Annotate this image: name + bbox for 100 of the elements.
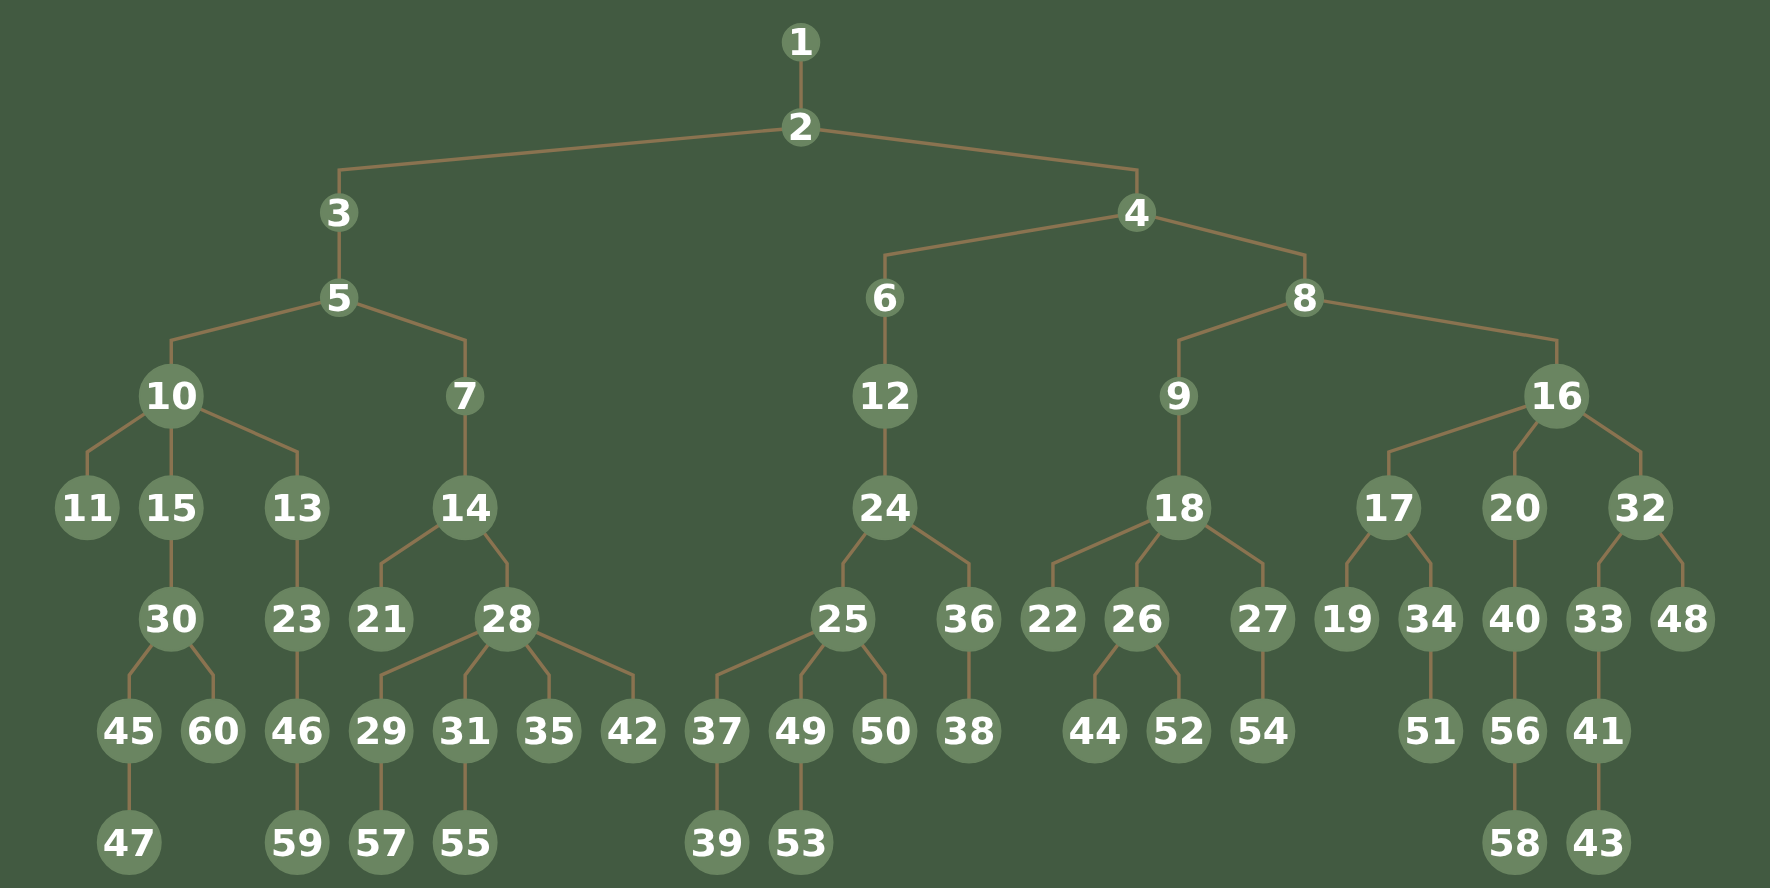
connector (799, 762, 803, 811)
node-circle: 39 (684, 810, 750, 876)
connector (1429, 651, 1433, 700)
node-circle: 24 (852, 475, 918, 541)
connector (1154, 215, 1307, 280)
node-circle: 6 (865, 278, 905, 318)
node-circle: 32 (1608, 475, 1674, 541)
connector (1513, 539, 1517, 588)
connector (1154, 643, 1181, 700)
connector (883, 316, 887, 365)
node-circle: 22 (1020, 586, 1086, 652)
node-circle: 40 (1482, 586, 1548, 652)
connector (295, 539, 299, 588)
node-circle: 53 (768, 810, 834, 876)
connector (169, 539, 173, 588)
node-circle: 44 (1062, 698, 1128, 764)
node-circle: 14 (432, 475, 498, 541)
node-circle: 37 (684, 698, 750, 764)
connector (1513, 651, 1517, 700)
node-circle: 30 (138, 586, 204, 652)
connector (910, 523, 971, 588)
connector (1177, 302, 1288, 378)
connector (1597, 532, 1624, 588)
connector (883, 214, 1120, 280)
node-circle: 15 (138, 475, 204, 541)
node-circle: 54 (1230, 698, 1296, 764)
node-circle: 45 (96, 698, 162, 764)
node-circle: 7 (445, 376, 485, 416)
node-circle: 16 (1524, 363, 1590, 429)
node-circle: 52 (1146, 698, 1212, 764)
connector (1658, 532, 1685, 588)
connector (841, 532, 868, 588)
connector (1513, 420, 1540, 477)
connector (85, 412, 146, 477)
node-circle: 46 (264, 698, 330, 764)
node-circle: 11 (54, 475, 120, 541)
node-circle: 60 (180, 698, 246, 764)
node-circle: 34 (1398, 586, 1464, 652)
node-circle: 57 (348, 810, 414, 876)
connector (199, 407, 299, 477)
connector (799, 60, 803, 110)
node-circle: 18 (1146, 475, 1212, 541)
connector (1406, 532, 1433, 588)
connector (379, 523, 440, 588)
node-circle: 35 (516, 698, 582, 764)
connector (127, 643, 154, 700)
connector (1513, 762, 1517, 811)
node-circle: 43 (1566, 810, 1632, 876)
node-circle: 50 (852, 698, 918, 764)
node-circle: 58 (1482, 810, 1548, 876)
connector (1582, 412, 1643, 477)
node-circle: 10 (138, 363, 204, 429)
connector (1051, 519, 1151, 588)
connector (295, 651, 299, 700)
connector (1177, 414, 1181, 477)
node-circle: 26 (1104, 586, 1170, 652)
node-circle: 28 (474, 586, 540, 652)
connector (1597, 762, 1601, 811)
node-circle: 31 (432, 698, 498, 764)
node-circle: 38 (936, 698, 1002, 764)
node-circle: 51 (1398, 698, 1464, 764)
connector (860, 643, 887, 700)
connector (337, 127, 783, 195)
connector (379, 630, 479, 700)
connector (463, 414, 467, 477)
connector (127, 762, 131, 811)
connector (356, 302, 467, 378)
connector (1597, 651, 1601, 700)
node-circle: 8 (1285, 278, 1325, 318)
node-circle: 4 (1117, 193, 1157, 232)
connector (1135, 532, 1162, 588)
node-circle: 9 (1159, 376, 1199, 416)
node-circle: 1 (781, 23, 821, 62)
node-circle: 25 (810, 586, 876, 652)
node-circle: 42 (600, 698, 666, 764)
node-circle: 17 (1356, 475, 1422, 541)
connector (883, 427, 887, 477)
node-circle: 55 (432, 810, 498, 876)
connector (715, 762, 719, 811)
node-circle: 5 (319, 278, 359, 318)
connector (1204, 523, 1265, 588)
connector (1261, 651, 1265, 700)
node-circle: 48 (1650, 586, 1716, 652)
connector (337, 231, 341, 280)
node-circle: 29 (348, 698, 414, 764)
node-circle: 49 (768, 698, 834, 764)
node-circle: 23 (264, 586, 330, 652)
node-circle: 2 (781, 108, 821, 147)
connector (819, 128, 1139, 195)
connector (169, 300, 322, 365)
connector (463, 762, 467, 811)
node-circle: 56 (1482, 698, 1548, 764)
node-circle: 21 (348, 586, 414, 652)
connector (799, 643, 826, 700)
connector (1322, 299, 1559, 365)
connector (1387, 404, 1528, 477)
connector (535, 630, 635, 700)
node-circle: 27 (1230, 586, 1296, 652)
connector (379, 762, 383, 811)
connector (295, 762, 299, 811)
